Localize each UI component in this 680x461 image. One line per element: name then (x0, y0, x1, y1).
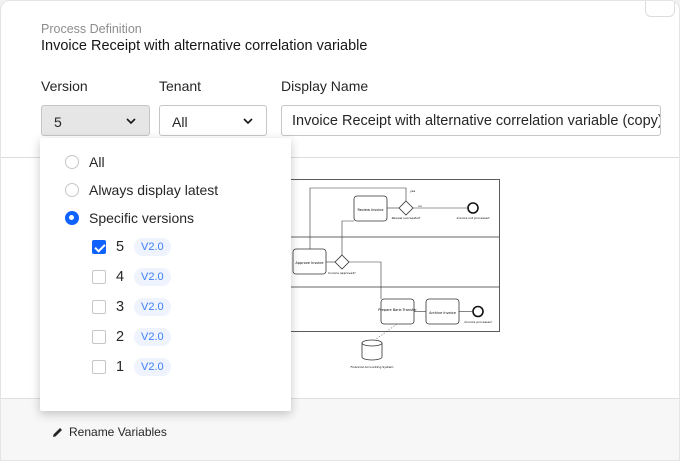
close-button[interactable] (645, 1, 675, 17)
checkbox-version-5[interactable] (92, 240, 106, 254)
version-tag: V2.0 (134, 238, 171, 256)
bpmn-diagram: Review Invoice Review successful? Invoic… (286, 179, 500, 369)
flow-label-yes: yes (410, 189, 416, 193)
divider (1, 157, 679, 158)
version-tag: V2.0 (134, 358, 171, 376)
task-prepare-bank-transfer: Prepare Bank Transfer (378, 308, 417, 312)
chevron-down-icon (243, 118, 253, 125)
option-always-latest-label: Always display latest (89, 182, 219, 198)
flow-label-no: no (418, 204, 422, 208)
version-dropdown-menu: All Always display latest Specific versi… (40, 138, 291, 411)
header-label: Process Definition (41, 22, 142, 36)
task-archive-invoice: Archive Invoice (429, 311, 456, 315)
gateway-approved-label: Invoice approved? (328, 271, 356, 275)
pencil-icon (53, 427, 62, 437)
version-select[interactable]: 5 (41, 105, 150, 136)
version-item-3[interactable]: 3 V2.0 (92, 298, 171, 316)
option-all-label: All (89, 154, 105, 170)
end-not-processed: Invoice not processed (457, 216, 490, 220)
chevron-down-icon (126, 118, 136, 125)
display-name-label: Display Name (281, 78, 369, 94)
checkbox-version-3[interactable] (92, 300, 106, 314)
option-always-latest[interactable]: Always display latest (65, 182, 218, 198)
checkbox-version-2[interactable] (92, 330, 106, 344)
rename-variables-button[interactable]: Rename Variables (51, 425, 167, 439)
tenant-select-value: All (172, 114, 188, 130)
option-specific-versions[interactable]: Specific versions (65, 210, 194, 226)
version-tag: V2.0 (134, 298, 171, 316)
version-select-value: 5 (54, 114, 62, 130)
version-item-4[interactable]: 4 V2.0 (92, 268, 171, 286)
task-review-invoice: Review Invoice (357, 208, 383, 212)
checkbox-version-1[interactable] (92, 360, 106, 374)
version-number: 3 (116, 299, 125, 315)
data-store-label: Financial Accounting System (351, 365, 394, 369)
display-name-input[interactable]: Invoice Receipt with alternative correla… (281, 105, 661, 136)
option-specific-versions-label: Specific versions (89, 210, 195, 226)
option-all[interactable]: All (65, 154, 105, 170)
version-number: 5 (116, 239, 125, 255)
version-number: 2 (116, 329, 125, 345)
version-item-1[interactable]: 1 V2.0 (92, 358, 171, 376)
page-title: Invoice Receipt with alternative correla… (41, 38, 368, 54)
tenant-select[interactable]: All (159, 105, 267, 136)
version-label: Version (41, 78, 88, 94)
version-item-2[interactable]: 2 V2.0 (92, 328, 171, 346)
radio-all[interactable] (65, 155, 79, 169)
radio-always-latest[interactable] (65, 183, 79, 197)
version-number: 1 (116, 359, 125, 375)
checkbox-version-4[interactable] (92, 270, 106, 284)
task-approve-invoice: Approve Invoice (295, 261, 323, 265)
gateway-review-label: Review successful? (392, 216, 421, 220)
version-tag: V2.0 (134, 328, 171, 346)
version-tag: V2.0 (134, 268, 171, 286)
version-item-5[interactable]: 5 V2.0 (92, 238, 171, 256)
end-processed: Invoice processed (465, 320, 492, 324)
rename-variables-label: Rename Variables (69, 425, 167, 439)
tenant-label: Tenant (159, 78, 202, 94)
radio-specific-versions[interactable] (65, 211, 79, 225)
version-number: 4 (116, 269, 125, 285)
